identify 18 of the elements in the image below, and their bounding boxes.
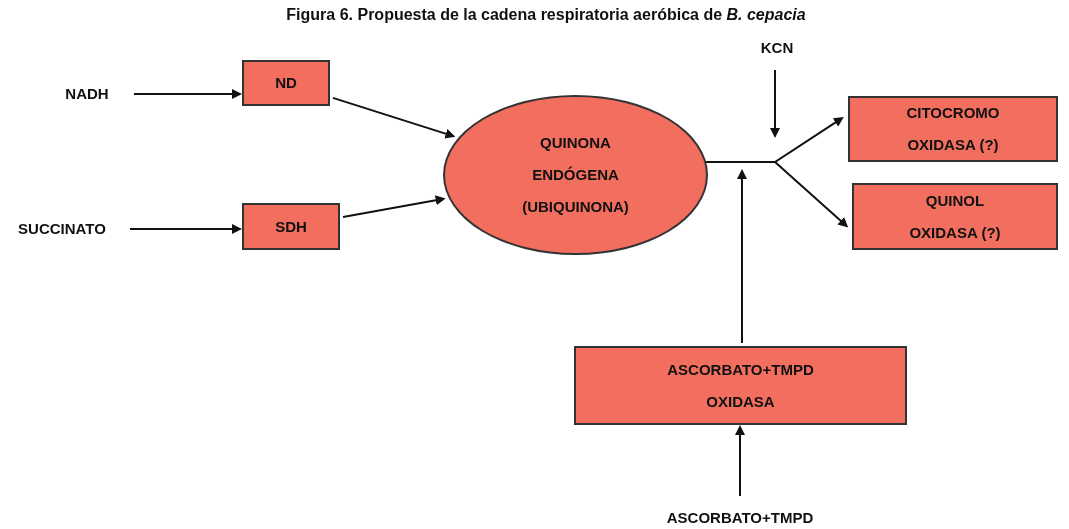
process-box: CITOCROMO OXIDASA (?) [848,96,1058,162]
arrow [770,69,780,138]
input-label: ASCORBATO+TMPD [644,506,836,529]
input-label: NADH [50,82,124,106]
arrow [129,224,242,234]
ellipse-node: QUINONA ENDÓGENA (UBIQUINONA) [443,95,708,255]
process-box: SDH [242,203,340,250]
figure-title: Figura 6. Propuesta de la cadena respiratoria aeróbica de B. cepacia [285,5,807,25]
process-box: ASCORBATO+TMPD OXIDASA [574,346,907,425]
process-box: QUINOL OXIDASA (?) [852,183,1058,250]
arrow [331,96,456,139]
process-box: ND [242,60,330,106]
input-label: SUCCINATO [4,217,120,241]
input-label: KCN [752,36,802,60]
arrow [342,195,446,219]
arrow [133,89,242,99]
arrow [737,169,747,344]
arrow [735,425,745,497]
